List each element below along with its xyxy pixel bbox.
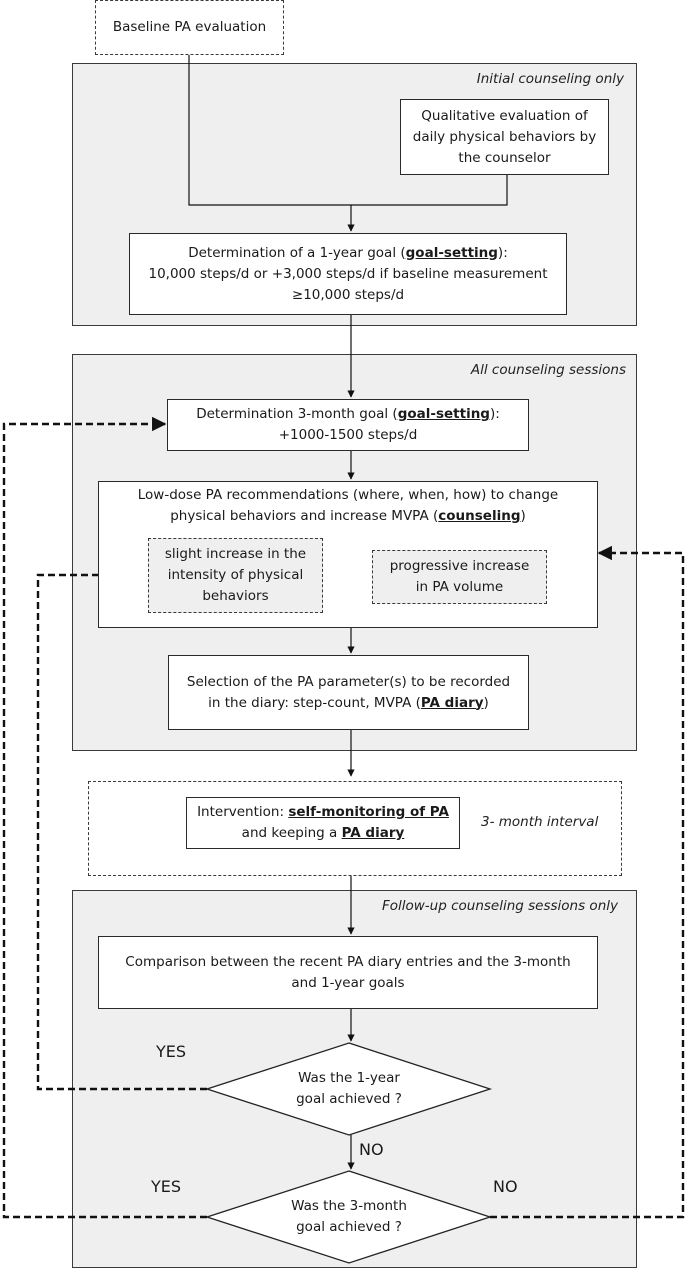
yes-label-decision-1: YES xyxy=(156,1042,187,1061)
one-year-goal-line-2: 10,000 steps/d or +3,000 steps/d if base… xyxy=(148,265,548,282)
one-year-goal-line-1: Determination of a 1-year goal (goal-set… xyxy=(188,244,508,261)
decision-1-text: Was the 1-year goal achieved ? xyxy=(296,1070,402,1107)
qualitative-line-2: daily physical behaviors by xyxy=(412,128,597,145)
loop-no-3mo-to-recommendations xyxy=(490,545,685,1219)
qualitative-line-1: Qualitative evaluation of xyxy=(421,107,588,124)
arrow-baseline-to-goal xyxy=(188,55,355,232)
recommendations-line-2: physical behaviors and increase MVPA (co… xyxy=(170,508,526,524)
intensity-line-1: slight increase in the xyxy=(164,546,307,562)
decision-2-diamond xyxy=(204,1170,493,1264)
yes-label-decision-2: YES xyxy=(151,1177,182,1196)
selection-line-1: Selection of the PA parameter(s) to be r… xyxy=(186,673,511,690)
intensity-line-2: intensity of physical xyxy=(167,567,304,583)
intervention-line-1: Intervention: self-monitoring of PA xyxy=(197,804,449,820)
baseline-pa-evaluation-box: Baseline PA evaluation xyxy=(95,0,284,55)
intervention-line-2: and keeping a PA diary xyxy=(241,825,405,841)
volume-line-2: in PA volume xyxy=(415,579,504,595)
intervention-box: Intervention: self-monitoring of PA and … xyxy=(186,797,460,849)
intensity-line-3: behaviors xyxy=(202,588,269,604)
three-month-goal-line-1: Determination 3-month goal (goal-setting… xyxy=(196,406,500,422)
recommendations-line-1: Low-dose PA recommendations (where, when… xyxy=(137,487,559,503)
loop-yes-3mo-to-3mo-goal xyxy=(2,416,207,1219)
decision-2-text: Was the 3-month goal achieved ? xyxy=(291,1198,407,1235)
baseline-text: Baseline PA evaluation xyxy=(112,19,267,35)
interval-container xyxy=(88,781,622,876)
no-label-decision-2: NO xyxy=(493,1177,518,1196)
decision-1-diamond xyxy=(204,1042,493,1136)
no-label-decision-1: NO xyxy=(359,1140,384,1159)
interval-label: 3- month interval xyxy=(481,814,599,830)
intensity-increase-box: slight increase in the intensity of phys… xyxy=(148,538,323,613)
volume-line-1: progressive increase xyxy=(389,558,530,574)
one-year-goal-line-3: ≥10,000 steps/d xyxy=(291,286,405,303)
panel-initial-label: Initial counseling only xyxy=(476,71,624,87)
selection-line-2: in the diary: step-count, MVPA (PA diary… xyxy=(208,694,489,711)
one-year-goal-box: Determination of a 1-year goal (goal-set… xyxy=(129,233,567,315)
three-month-goal-line-2: +1000-1500 steps/d xyxy=(278,427,418,443)
qualitative-evaluation-box: Qualitative evaluation of daily physical… xyxy=(400,99,609,175)
qualitative-line-3: the counselor xyxy=(458,149,551,166)
comparison-line-2: and 1-year goals xyxy=(291,974,405,991)
three-month-goal-box: Determination 3-month goal (goal-setting… xyxy=(167,399,529,451)
line-qualitative-to-join xyxy=(351,174,508,206)
comparison-box: Comparison between the recent PA diary e… xyxy=(98,936,598,1009)
comparison-line-1: Comparison between the recent PA diary e… xyxy=(125,953,571,970)
volume-increase-box: progressive increase in PA volume xyxy=(372,550,547,604)
panel-all-label: All counseling sessions xyxy=(470,362,626,378)
panel-followup-label: Follow-up counseling sessions only xyxy=(381,898,618,914)
selection-box: Selection of the PA parameter(s) to be r… xyxy=(168,655,529,730)
